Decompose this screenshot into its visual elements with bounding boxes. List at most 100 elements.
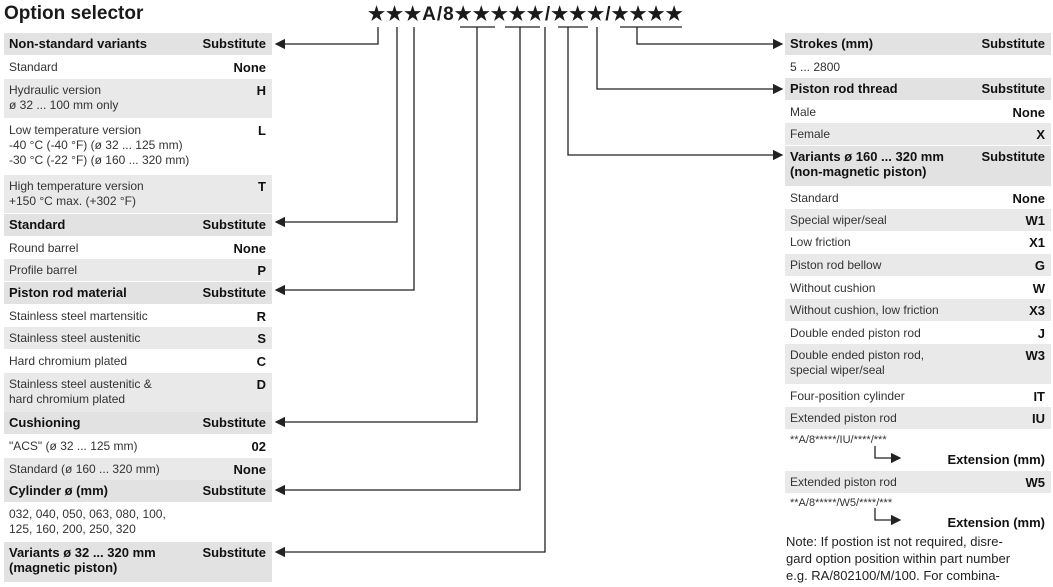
table-header-col: Substitute [202, 483, 266, 498]
row-label: Four-position cylinder [790, 389, 905, 403]
table-header: Cylinder ø (mm) Substitute [4, 480, 272, 502]
table-row: "ACS" (ø 32 ... 125 mm)02 [4, 435, 272, 457]
table-header-col: Substitute [981, 36, 1045, 51]
arrow-cylinder-diameter [274, 27, 521, 496]
arrow-non-standard [274, 27, 379, 50]
table-header-col: Substitute [202, 415, 266, 430]
row-label: Stainless steel austenitic & hard chromi… [9, 377, 152, 406]
table-row: 032, 040, 050, 063, 080, 100, 125, 160, … [4, 503, 272, 549]
table-header-col: Substitute [202, 217, 266, 232]
row-code: IT [1033, 389, 1045, 404]
row-label: Extended piston rod [790, 411, 897, 425]
row-label: Male [790, 105, 817, 119]
table-row: Double ended piston rod J [785, 322, 1051, 344]
row-code: W3 [1025, 348, 1046, 363]
table-header-title: Strokes (mm) [790, 36, 874, 51]
row-code: IU [1032, 411, 1045, 426]
table-header-col: Substitute [202, 545, 266, 560]
table-header-title: Variants ø 32 ... 320 mm (magnetic pisto… [9, 545, 156, 575]
row-label: 5 ... 2800 [790, 60, 841, 74]
row-code: None [1012, 191, 1046, 206]
row-code: G [1034, 258, 1045, 273]
table-header-title: Non-standard variants [9, 36, 147, 51]
table-row: Four-position cylinder IT [785, 385, 1051, 407]
table-header-col: Substitute [981, 149, 1045, 164]
row-label: Double ended piston rod, special wiper/s… [790, 348, 925, 377]
row-label: **A/8*****/IU/****/*** [790, 434, 887, 446]
table-header: Standard Substitute [4, 214, 272, 236]
row-label: Stainless steel martensitic [9, 309, 148, 323]
table-header-title: Cylinder ø (mm) [9, 483, 108, 498]
table-row: Low temperature version -40 °C (-40 °F) … [4, 119, 272, 174]
table-row: Standard None [785, 187, 1051, 209]
part-number-code: ★★★A/8★★★★★/★★★/★★★★ [368, 4, 684, 25]
row-label: Hydraulic version ø 32 ... 100 mm only [9, 83, 119, 112]
table-header-col: Substitute [202, 285, 266, 300]
table-row: **A/8*****/W5/****/***Extension (mm) [785, 493, 1051, 533]
row-label: Round barrel [9, 241, 79, 255]
table-row: Stainless steel austenitic & hard chromi… [4, 373, 272, 412]
row-label: "ACS" (ø 32 ... 125 mm) [9, 439, 138, 453]
table-header: Variants ø 32 ... 320 mm (magnetic pisto… [4, 542, 272, 582]
row-code: W5 [1025, 475, 1046, 490]
row-code: None [233, 462, 267, 477]
row-code: X [1036, 127, 1045, 142]
table-row: Stainless steel martensitic R [4, 305, 272, 327]
row-label: Standard (ø 160 ... 320 mm) [9, 462, 160, 476]
table-row: Extended piston rod IU [785, 407, 1051, 429]
table-row: High temperature version +150 °C max. (+… [4, 175, 272, 213]
table-row: 5 ... 2800 [785, 56, 1051, 78]
row-label: Standard [790, 191, 839, 205]
table-header: Variants ø 160 ... 320 mm (non-magnetic … [785, 146, 1051, 186]
page-title: Option selector [4, 3, 144, 24]
row-label: High temperature version +150 °C max. (+… [9, 179, 144, 208]
row-label: Extended piston rod [790, 475, 897, 489]
row-label: Low temperature version -40 °C (-40 °F) … [9, 123, 190, 167]
table-header: Cushioning Substitute [4, 412, 272, 434]
table-row: Round barrel None [4, 237, 272, 259]
table-row: **A/8*****/IU/****/***Extension (mm) [785, 430, 1051, 470]
row-label: Hard chromium plated [9, 354, 128, 368]
row-code: R [256, 309, 266, 324]
table-row: Low friction X1 [785, 231, 1051, 253]
row-code: X1 [1029, 235, 1045, 250]
row-code: H [256, 83, 266, 98]
row-code: P [257, 263, 266, 278]
row-code: X3 [1029, 303, 1045, 318]
row-code: None [233, 241, 267, 256]
row-code: J [1037, 326, 1045, 341]
row-label: 032, 040, 050, 063, 080, 100, 125, 160, … [9, 507, 166, 536]
table-row: Extended piston rod W5 [785, 471, 1051, 493]
row-label: **A/8*****/W5/****/*** [790, 497, 893, 509]
row-label: Piston rod bellow [790, 258, 882, 272]
table-header-title: Cushioning [9, 415, 81, 430]
arrow-standard [274, 27, 398, 228]
row-label: Stainless steel austenitic [9, 331, 141, 345]
arrow-strokes [636, 27, 784, 50]
table-row: Piston rod bellow G [785, 254, 1051, 276]
arrow-piston-rod-thread [596, 27, 784, 95]
table-header-title: Standard [9, 217, 66, 232]
arrow-variants-non-magnetic [567, 27, 784, 161]
row-label: Profile barrel [9, 263, 78, 277]
row-label: Low friction [790, 235, 851, 249]
row-label: Double ended piston rod [790, 326, 921, 340]
table-header: Strokes (mm) Substitute [785, 33, 1051, 55]
row-code: C [256, 354, 266, 369]
arrow-piston-rod-material [274, 27, 415, 296]
table-header-col: Substitute [981, 81, 1045, 96]
row-code: None [233, 60, 267, 75]
row-code: W1 [1025, 213, 1046, 228]
table-row: Standard (ø 160 ... 320 mm) None [4, 458, 272, 480]
row-code: None [1012, 105, 1046, 120]
table-row: Double ended piston rod, special wiper/s… [785, 344, 1051, 384]
